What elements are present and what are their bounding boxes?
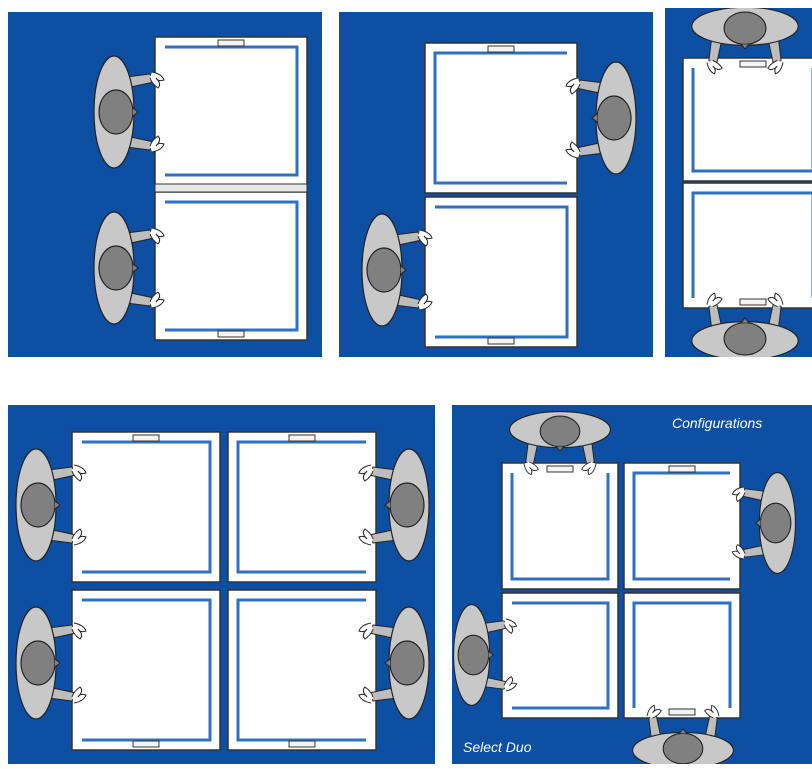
select-duo-label: Select Duo xyxy=(463,739,531,755)
table xyxy=(425,43,577,193)
table xyxy=(683,183,812,308)
table xyxy=(228,590,376,750)
table xyxy=(155,192,307,340)
table xyxy=(624,463,740,589)
table xyxy=(502,463,618,589)
table xyxy=(155,37,307,185)
configurations-label: Configurations xyxy=(672,415,762,431)
table xyxy=(425,197,577,347)
table xyxy=(502,593,618,718)
table xyxy=(228,432,376,582)
table xyxy=(624,593,740,718)
table xyxy=(72,432,220,582)
table xyxy=(72,590,220,750)
table xyxy=(683,58,812,181)
panel-group-config-c xyxy=(683,7,812,359)
